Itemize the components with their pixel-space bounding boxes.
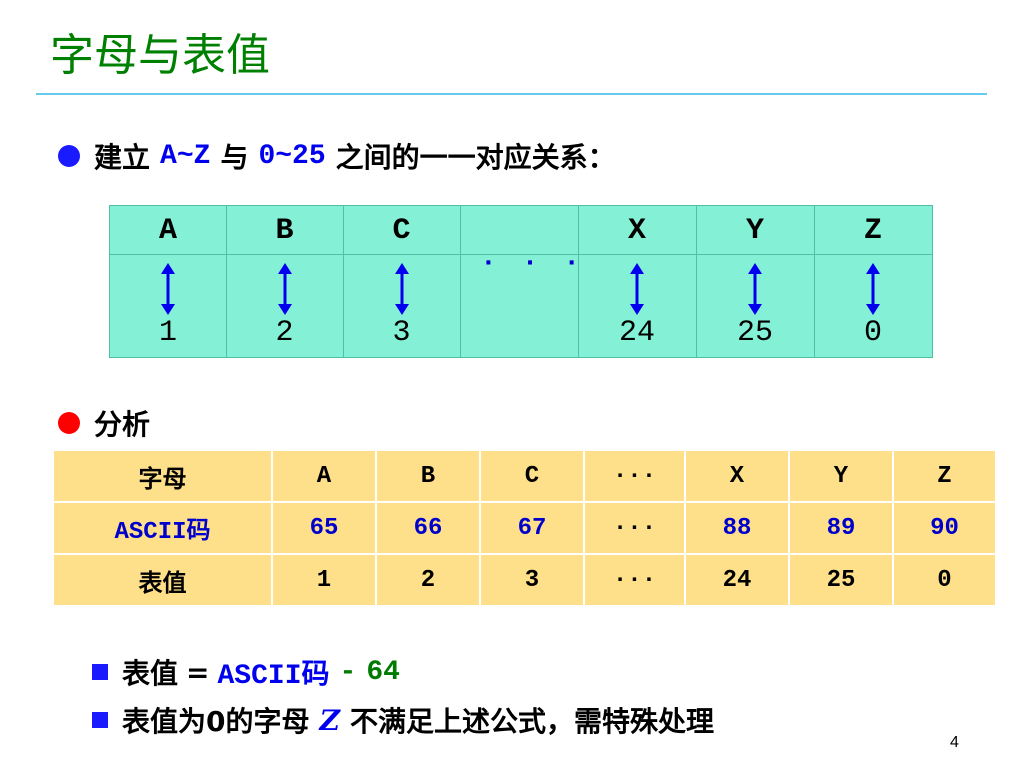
mapping-letter: Y xyxy=(745,214,764,248)
bullet-mapping-range2: 0~25 xyxy=(258,140,326,172)
table-cell: ··· xyxy=(583,501,686,555)
bullet-dot-icon xyxy=(58,145,80,167)
bullet-note: 表值为0的字母 Z 不满足上述公式，需特殊处理 xyxy=(92,700,714,740)
table-cell: 2 xyxy=(375,553,481,607)
table-cell: C xyxy=(479,449,585,503)
table-cell: 1 xyxy=(271,553,377,607)
table-cell: Y xyxy=(788,449,894,503)
table-row: 字母 A B C ··· X Y Z xyxy=(52,449,997,503)
bullet-mapping-range1: A~Z xyxy=(160,140,211,172)
formula-left: 表值 xyxy=(122,657,179,690)
table-cell: 65 xyxy=(271,501,377,555)
double-arrow-icon xyxy=(630,263,644,315)
table-cell: 66 xyxy=(375,501,481,555)
table-cell: 字母 xyxy=(52,449,273,503)
formula-number: 64 xyxy=(366,656,400,688)
bullet-formula: 表值 = ASCII码 - 64 xyxy=(92,652,400,692)
mapping-number: 25 xyxy=(736,316,773,350)
table-cell: 25 xyxy=(788,553,894,607)
page-number: 4 xyxy=(950,734,959,751)
mapping-number: 24 xyxy=(618,316,655,350)
table-cell: 3 xyxy=(479,553,585,607)
table-row: ASCII码 65 66 67 ··· 88 89 90 xyxy=(52,501,997,555)
mapping-column: B 2 xyxy=(226,206,344,357)
table-cell: 67 xyxy=(479,501,585,555)
mapping-letter: B xyxy=(275,214,294,248)
bullet-dot-icon xyxy=(58,412,80,434)
table-cell: ASCII码 xyxy=(52,501,273,555)
table-cell: A xyxy=(271,449,377,503)
double-arrow-icon xyxy=(394,263,409,315)
mapping-ellipsis: · · · xyxy=(480,248,585,279)
mapping-divider xyxy=(110,254,932,255)
title-divider xyxy=(36,93,987,95)
formula-operator: - xyxy=(339,656,357,688)
bullet-analysis-label: 分析 xyxy=(94,408,151,441)
table-cell: B xyxy=(375,449,481,503)
analysis-table: 字母 A B C ··· X Y Z ASCII码 65 66 67 ··· 8… xyxy=(52,449,997,607)
table-cell: ··· xyxy=(583,449,686,503)
table-cell: X xyxy=(684,449,790,503)
mapping-column: Y 25 xyxy=(696,206,815,357)
bullet-mapping: 建立 A~Z 与 0~25 之间的一一对应关系： xyxy=(58,136,616,176)
double-arrow-icon xyxy=(748,263,762,315)
bullet-mapping-mid: 与 xyxy=(220,141,249,174)
mapping-letter: A xyxy=(158,214,177,248)
bullet-square-icon xyxy=(92,712,108,728)
double-arrow-icon xyxy=(277,263,292,315)
table-cell: 88 xyxy=(684,501,790,555)
table-cell: 0 xyxy=(892,553,997,607)
table-row: 表值 1 2 3 ··· 24 25 0 xyxy=(52,553,997,607)
mapping-table: A 1 B 2 C 3 X 24 Y 25 Z 0 xyxy=(109,205,933,358)
double-arrow-icon xyxy=(161,263,175,315)
formula-ascii: ASCII码 xyxy=(217,661,330,692)
table-cell: 90 xyxy=(892,501,997,555)
mapping-column: C 3 xyxy=(343,206,461,357)
table-cell: Z xyxy=(892,449,997,503)
table-cell: 表值 xyxy=(52,553,273,607)
table-cell: ··· xyxy=(583,553,686,607)
mapping-column: X 24 xyxy=(578,206,697,357)
mapping-number: 0 xyxy=(863,316,882,350)
mapping-ellipsis-column xyxy=(460,206,579,357)
bullet-mapping-prefix: 建立 xyxy=(94,141,151,174)
mapping-letter: Z xyxy=(863,214,882,248)
double-arrow-icon xyxy=(866,263,880,315)
mapping-letter: X xyxy=(627,214,646,248)
mapping-number: 1 xyxy=(158,316,177,350)
note-letter: Z xyxy=(319,703,340,737)
bullet-analysis: 分析 xyxy=(58,403,150,443)
note-suffix: 不满足上述公式，需特殊处理 xyxy=(349,705,714,738)
bullet-mapping-suffix: 之间的一一对应关系： xyxy=(335,141,616,174)
formula-equals: = xyxy=(186,655,210,689)
table-cell: 89 xyxy=(788,501,894,555)
mapping-column: Z 0 xyxy=(814,206,932,357)
table-cell: 24 xyxy=(684,553,790,607)
mapping-number: 2 xyxy=(275,316,294,350)
mapping-number: 3 xyxy=(392,316,411,350)
mapping-letter: C xyxy=(392,214,411,248)
bullet-square-icon xyxy=(92,664,108,680)
mapping-column: A 1 xyxy=(110,206,227,357)
page-title: 字母与表值 xyxy=(50,30,270,81)
note-prefix: 表值为0的字母 xyxy=(122,705,310,738)
